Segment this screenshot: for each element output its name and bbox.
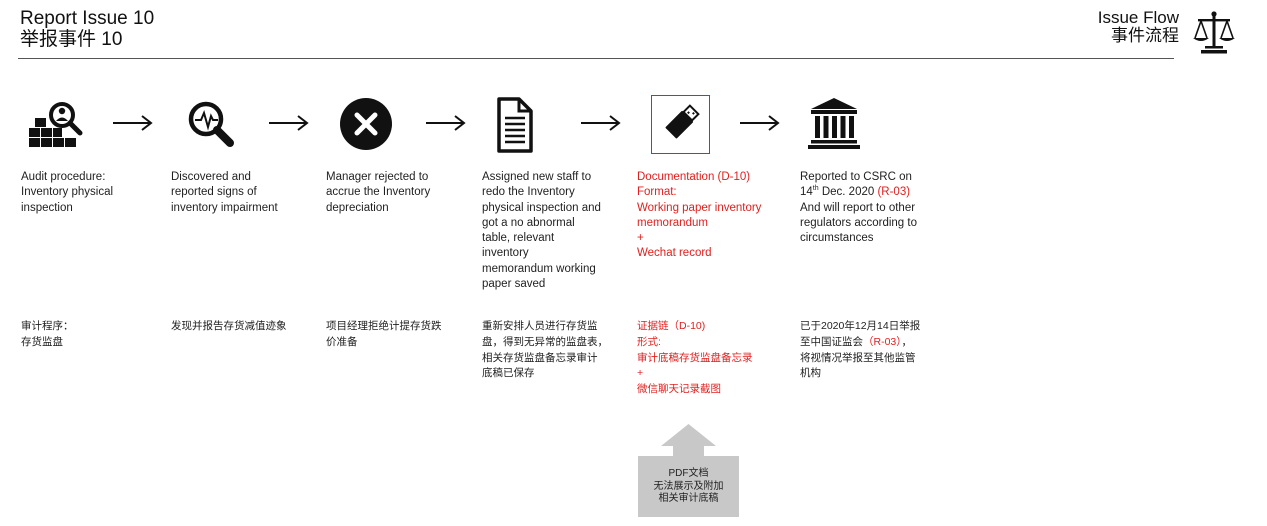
step-3-zh-line: 价准备 (326, 335, 358, 348)
step-6-en: Reported to CSRC on 14th Dec. 2020 (R-03… (800, 170, 950, 246)
flow-arrow-1 (112, 113, 154, 133)
document-icon (491, 96, 551, 156)
step-2-en-line: Discovered and (171, 171, 251, 183)
step-6-zh-line: 已于2020年12月14日举报 (800, 320, 921, 332)
step-5-zh-line: 审计底稿存货监盘备忘录 (637, 351, 753, 364)
step-4-zh-line: 盘，得到无异常的监盘表， (482, 335, 608, 348)
step-4-en-line: table, relevant (482, 232, 555, 245)
step-1-en-line: inspection (21, 201, 73, 214)
report-title-en: Report Issue 10 (20, 8, 155, 29)
step-3-en-line: Manager rejected to (326, 171, 429, 183)
step-6-zh-ref-code: （R-03） (863, 335, 902, 348)
step-4-en-line: redo the Inventory (482, 186, 575, 199)
step-5-en-line: Format: (637, 186, 677, 199)
step-5-en-line: + (637, 232, 644, 245)
flow-title-zh: 事件流程 (1111, 26, 1179, 45)
step-6-en-date-line: 14th Dec. 2020 (R-03) (800, 185, 950, 200)
step-2-zh-line: 发现并报告存货减值迹象 (171, 320, 287, 332)
step-2-en-line: reported signs of (171, 186, 257, 199)
flow-arrow-5 (739, 113, 781, 133)
report-title-zh: 举报事件 10 (20, 29, 123, 50)
step-6-date-day: 14 (800, 186, 813, 199)
step-1-en: Audit procedure: Inventory physical insp… (21, 170, 171, 216)
step-4-zh-line: 相关存货监盘备忘录审计 (482, 351, 598, 364)
report-title: Report Issue 10 举报事件 10 (20, 8, 154, 50)
step-3-en-line: depreciation (326, 201, 389, 214)
step-6-zh-comma: ， (901, 335, 913, 348)
step-3-zh: 项目经理拒绝计提存货跌 价准备 (326, 319, 478, 351)
step-4-en-line: got a no abnormal (482, 216, 575, 229)
flow-arrow-3 (425, 113, 467, 133)
audit-inventory-icon (26, 96, 86, 156)
header-divider (18, 58, 1174, 59)
step-4-zh-line: 重新安排人员进行存货监 (482, 320, 598, 332)
step-1-en-line: Audit procedure: (21, 171, 106, 183)
step-3-en: Manager rejected to accrue the Inventory… (326, 170, 476, 216)
step-6-date-rest: Dec. 2020 (818, 186, 878, 199)
bank-building-icon (806, 96, 866, 156)
step-5-en-line: Working paper inventory (637, 201, 762, 214)
flow-arrow-2 (268, 113, 310, 133)
balance-scale-icon (1192, 10, 1236, 56)
step-1-zh-line: 审计程序： (21, 320, 74, 332)
step-6-zh-line: 将视情况举报至其他监管 (800, 351, 916, 364)
pdf-callout-line: 无法展示及附加 (653, 480, 724, 492)
flow-title-en: Issue Flow (1097, 8, 1179, 27)
step-2-en: Discovered and reported signs of invento… (171, 170, 321, 216)
reject-x-icon (338, 96, 398, 156)
step-6-zh: 已于2020年12月14日举报 至中国证监会（R-03）， 将视情况举报至其他监… (800, 319, 952, 382)
usb-drive-icon (651, 95, 710, 154)
step-3-zh-line: 项目经理拒绝计提存货跌 (326, 320, 442, 332)
step-6-en-line: regulators according to (800, 216, 917, 229)
step-6-date-suffix: th (812, 185, 819, 193)
step-6-ref-code: (R-03) (877, 186, 911, 199)
pdf-callout-arrow (638, 424, 739, 517)
flow-arrow-4 (580, 113, 622, 133)
step-5-zh-line: 微信聊天记录截图 (637, 383, 721, 396)
step-4-en: Assigned new staff to redo the Inventory… (482, 170, 632, 292)
step-1-zh: 审计程序： 存货监盘 (21, 319, 173, 351)
step-5-zh-line: 证据链（D-10) (637, 320, 706, 332)
step-4-zh: 重新安排人员进行存货监 盘，得到无异常的监盘表， 相关存货监盘备忘录审计 底稿已… (482, 319, 634, 382)
pdf-callout-text: PDF文档 无法展示及附加 相关审计底稿 (638, 468, 739, 506)
step-5-en-line: Documentation (D-10) (637, 171, 751, 183)
step-4-en-line: memorandum working (482, 262, 596, 275)
pdf-callout-line: 相关审计底稿 (658, 493, 719, 505)
step-5-en-line: Wechat record (637, 247, 712, 260)
step-5-en-line: memorandum (637, 216, 708, 229)
step-1-en-line: Inventory physical (21, 186, 114, 199)
step-4-en-line: paper saved (482, 278, 546, 291)
step-4-zh-line: 底稿已保存 (482, 367, 535, 380)
step-4-en-line: Assigned new staff to (482, 171, 592, 183)
step-6-zh-ref-line: 至中国证监会（R-03）， (800, 335, 952, 351)
step-6-en-line: circumstances (800, 232, 874, 245)
step-6-zh-text: 至中国证监会 (800, 335, 863, 348)
step-2-en-line: inventory impairment (171, 201, 278, 214)
step-6-en-line: And will report to other (800, 201, 916, 214)
step-5-zh-line: + (637, 367, 644, 380)
step-2-zh: 发现并报告存货减值迹象 (171, 319, 323, 335)
magnifier-pulse-icon (183, 96, 243, 156)
step-4-en-line: physical inspection and (482, 201, 601, 214)
step-5-zh-line: 形式: (637, 335, 661, 348)
step-6-en-line: Reported to CSRC on (800, 171, 912, 183)
flow-title: Issue Flow 事件流程 (1098, 9, 1179, 45)
step-5-en: Documentation (D-10) Format: Working pap… (637, 170, 787, 262)
step-6-zh-line: 机构 (800, 367, 821, 380)
step-4-en-line: inventory (482, 247, 529, 260)
step-3-en-line: accrue the Inventory (326, 186, 431, 199)
pdf-callout-line: PDF文档 (668, 468, 709, 479)
step-1-zh-line: 存货监盘 (21, 335, 63, 348)
step-5-zh: 证据链（D-10) 形式: 审计底稿存货监盘备忘录 + 微信聊天记录截图 (637, 319, 789, 398)
